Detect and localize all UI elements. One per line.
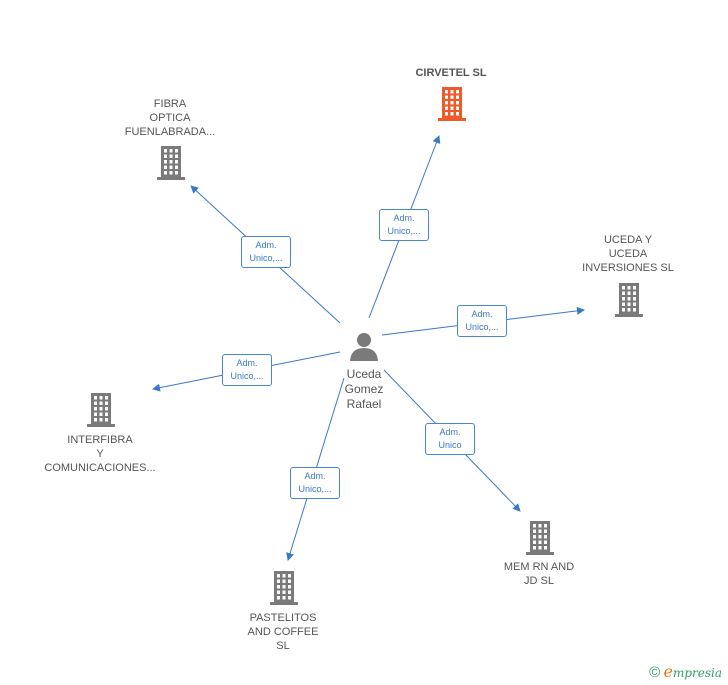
company-label-pastelitos[interactable]: PASTELITOS AND COFFEE SL [247, 612, 319, 652]
company-label-cirvetel[interactable]: CIRVETEL SL [415, 67, 487, 79]
building-icon[interactable] [157, 146, 185, 180]
relation-badge-pastelitos[interactable]: Adm. Unico,... [290, 467, 340, 499]
relation-badge-memrn[interactable]: Adm. Unico [425, 423, 475, 455]
building-icon[interactable] [438, 87, 466, 121]
company-label-interfibra[interactable]: INTERFIBRA Y COMUNICACIONES... [44, 434, 156, 474]
empresia-logo: © empresia [649, 662, 722, 681]
relation-badge-uceda[interactable]: Adm. Unico,... [457, 305, 507, 337]
building-icon[interactable] [270, 571, 298, 605]
copyright-icon: © [649, 664, 661, 681]
person-icon[interactable] [350, 333, 378, 361]
relation-badge-interfibra[interactable]: Adm. Unico,... [222, 354, 272, 386]
relation-badge-cirvetel[interactable]: Adm. Unico,... [379, 209, 429, 241]
building-icon[interactable] [615, 283, 643, 317]
company-label-fibra[interactable]: FIBRA OPTICA FUENLABRADA... [124, 98, 216, 138]
relation-badge-fibra[interactable]: Adm. Unico,... [241, 236, 291, 268]
building-icon[interactable] [526, 521, 554, 555]
company-label-memrn[interactable]: MEM RN AND JD SL [503, 561, 575, 587]
person-label[interactable]: Uceda Gomez Rafael [344, 367, 384, 411]
building-icon[interactable] [87, 393, 115, 427]
company-label-uceda[interactable]: UCEDA Y UCEDA INVERSIONES SL [582, 234, 674, 274]
